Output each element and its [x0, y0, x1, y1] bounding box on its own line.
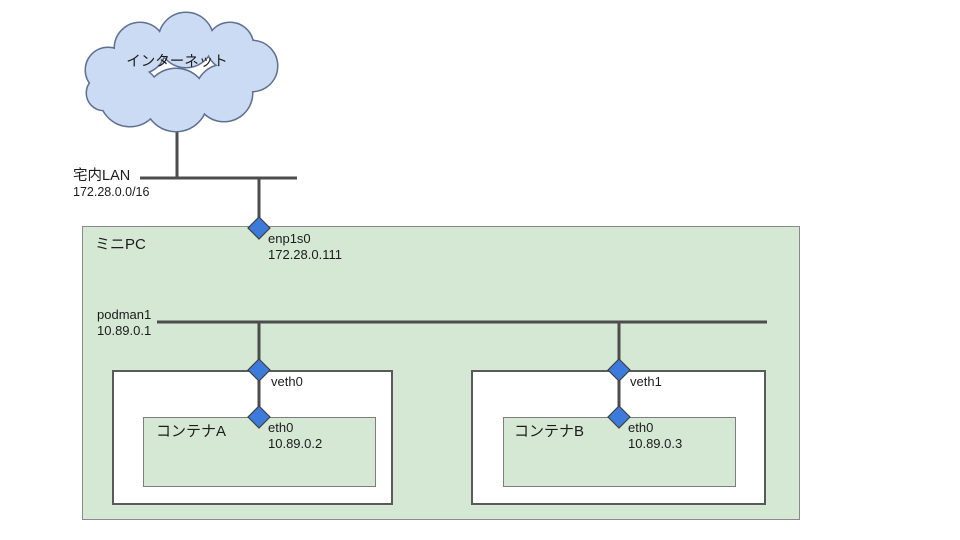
container-a-eth0-name: eth0	[268, 420, 294, 435]
container-a-label: コンテナA	[156, 423, 227, 440]
veth1-label: veth1	[630, 374, 662, 389]
minipc-label: ミニPC	[95, 236, 146, 253]
podman1-name: podman1	[97, 307, 152, 322]
internet-cloud-icon	[84, 11, 279, 133]
container-b-eth0-ip: 10.89.0.3	[628, 436, 683, 451]
enp1s0-name: enp1s0	[268, 231, 311, 246]
container-b-eth0-name: eth0	[628, 420, 654, 435]
podman1-ip: 10.89.0.1	[97, 323, 152, 338]
veth0-label: veth0	[271, 374, 303, 389]
home-lan-cidr: 172.28.0.0/16	[73, 185, 150, 199]
internet-label: インターネット	[126, 54, 228, 70]
podman1-label-group: podman1 10.89.0.1	[97, 307, 151, 339]
container-a-eth0-label-group: eth0 10.89.0.2	[268, 420, 322, 452]
home-lan-label-group: 宅内LAN 172.28.0.0/16	[73, 168, 149, 200]
container-a-eth0-ip: 10.89.0.2	[268, 436, 323, 451]
enp1s0-label-group: enp1s0 172.28.0.111	[268, 231, 342, 263]
container-b-label: コンテナB	[514, 423, 585, 440]
home-lan-label: 宅内LAN	[73, 168, 131, 184]
enp1s0-ip: 172.28.0.111	[268, 247, 342, 262]
container-b-eth0-label-group: eth0 10.89.0.3	[628, 420, 682, 452]
